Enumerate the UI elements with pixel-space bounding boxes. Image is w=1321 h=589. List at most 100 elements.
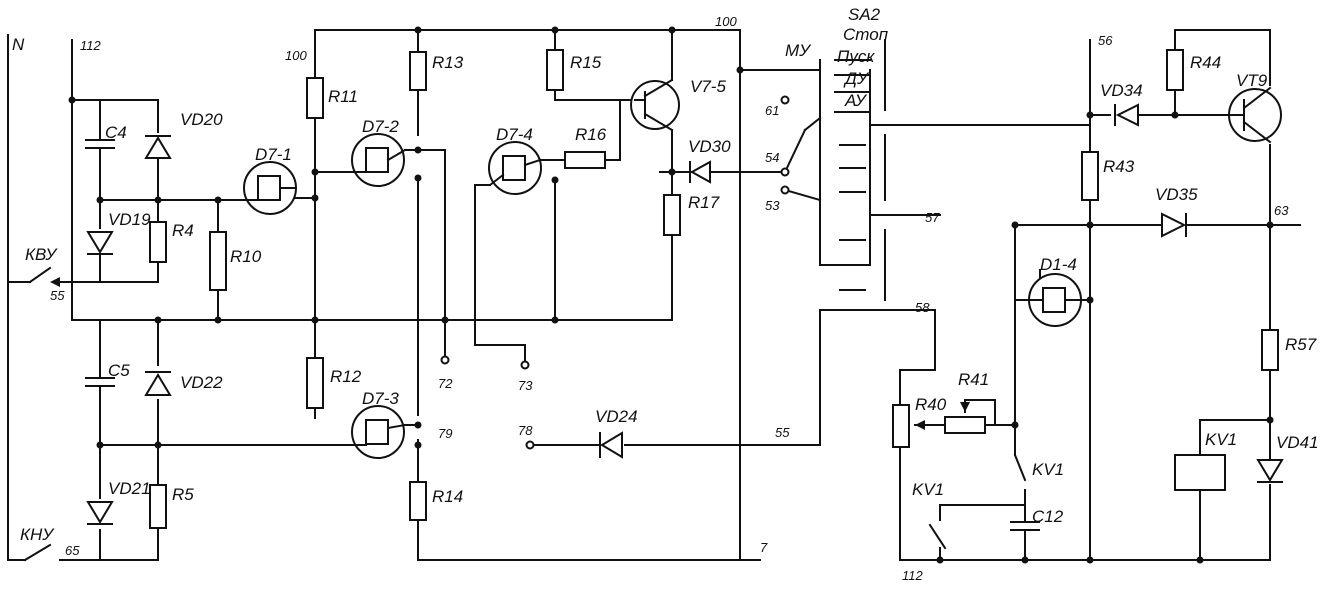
chip-d1-4: [1014, 273, 1082, 327]
rail-label-7: 7: [760, 540, 768, 555]
resistors: [149, 49, 1279, 529]
resistor-r43: [1081, 151, 1099, 201]
transistor-vt9: [1228, 86, 1282, 144]
label-c4: C4: [105, 123, 127, 142]
terminals: [440, 95, 790, 450]
chip-d7-2: [351, 133, 407, 187]
label-pusk: Пуск: [837, 47, 875, 66]
diode-vd30: [689, 160, 711, 184]
label-r10: R10: [230, 247, 262, 266]
label-node-57: 57: [925, 210, 940, 225]
label-du: ДУ: [843, 69, 870, 88]
resistor-r41: [944, 416, 986, 434]
label-c12: C12: [1032, 507, 1064, 526]
buttons: [7, 266, 60, 562]
label-kv1-coil: KV1: [1205, 430, 1237, 449]
label-r4: R4: [172, 221, 194, 240]
label-vd41: VD41: [1276, 433, 1319, 452]
resistor-r5: [149, 484, 167, 529]
label-r44: R44: [1190, 53, 1221, 72]
label-d1-4: D1-4: [1040, 255, 1077, 274]
diode-vd34: [1114, 103, 1139, 127]
label-vt9: VT9: [1236, 71, 1268, 90]
resistor-r15: [546, 49, 564, 91]
label-vd30: VD30: [688, 137, 731, 156]
label-vd20: VD20: [180, 110, 223, 129]
diode-vd24: [599, 431, 623, 459]
label-node-73: 73: [518, 378, 533, 393]
logic-chips: [243, 133, 1082, 459]
label-vd35: VD35: [1155, 185, 1198, 204]
rail-label-n: N: [12, 35, 25, 54]
label-kv1-contact-b: KV1: [912, 480, 944, 499]
label-sa2: SA2: [848, 5, 881, 24]
resistor-r57: [1261, 329, 1279, 371]
label-node-79: 79: [438, 426, 452, 441]
resistor-r11: [306, 77, 324, 119]
label-node-55a: 55: [50, 288, 65, 303]
rail-label-100b: 100: [285, 48, 307, 63]
label-vd21: VD21: [108, 479, 151, 498]
rail-label-100: 100: [715, 14, 737, 29]
label-r40: R40: [915, 395, 947, 414]
label-d7-4: D7-4: [496, 125, 533, 144]
transistor-v7-5: [630, 78, 680, 132]
resistor-r12: [306, 357, 324, 409]
label-node-65: 65: [65, 543, 80, 558]
resistor-r14: [409, 481, 427, 521]
label-r17: R17: [688, 193, 720, 212]
junctions: [68, 26, 1274, 564]
capacitors: [85, 124, 1040, 541]
diode-vd21: [86, 501, 114, 525]
label-r15: R15: [570, 53, 602, 72]
rail-label-112-bottom: 112: [902, 568, 923, 583]
label-c5: C5: [108, 361, 130, 380]
resistor-r17: [663, 194, 681, 236]
label-vd34: VD34: [1100, 81, 1143, 100]
resistor-r13: [409, 51, 427, 91]
label-au: АУ: [844, 91, 868, 110]
label-d7-3: D7-3: [362, 389, 399, 408]
chip-d7-3: [349, 405, 407, 459]
capacitor-c5: [85, 359, 115, 399]
label-node-53: 53: [765, 198, 780, 213]
label-r13: R13: [432, 53, 464, 72]
label-node-63: 63: [1274, 203, 1289, 218]
chip-d7-1: [243, 161, 297, 215]
label-vd24: VD24: [595, 407, 638, 426]
label-vd22: VD22: [180, 373, 223, 392]
label-node-61: 61: [765, 103, 779, 118]
label-vd19: VD19: [108, 210, 151, 229]
chip-d7-4: [488, 141, 542, 195]
label-kvu: КВУ: [25, 245, 58, 264]
label-d7-1: D7-1: [255, 145, 292, 164]
resistor-r44: [1166, 49, 1184, 91]
label-r12: R12: [330, 367, 362, 386]
rail-label-56: 56: [1098, 33, 1113, 48]
capacitor-c4: [85, 124, 115, 161]
label-knu: КНУ: [20, 525, 55, 544]
label-d7-2: D7-2: [362, 117, 399, 136]
diode-vd35: [1161, 212, 1187, 238]
label-node-55b: 55: [775, 425, 790, 440]
label-stop: Стоп: [843, 25, 889, 44]
diode-vd41: [1256, 459, 1284, 483]
label-r5: R5: [172, 485, 194, 504]
diode-vd19: [86, 231, 114, 255]
label-node-54: 54: [765, 150, 779, 165]
label-r57: R57: [1285, 335, 1317, 354]
diode-vd20: [144, 135, 172, 159]
label-node-78: 78: [518, 423, 533, 438]
resistor-r4: [149, 221, 167, 263]
transistors: [630, 78, 1282, 144]
label-r43: R43: [1103, 157, 1135, 176]
diodes: [86, 103, 1284, 525]
labels: N 112 100 100 56 112 7 C4 VD20 VD19 R4 R…: [12, 5, 1319, 583]
resistor-r10: [209, 231, 227, 291]
label-node-58: 58: [915, 300, 930, 315]
label-r11: R11: [328, 87, 358, 106]
label-r14: R14: [432, 487, 463, 506]
switch-sa2: [834, 59, 871, 291]
capacitor-c12: [1010, 517, 1040, 541]
